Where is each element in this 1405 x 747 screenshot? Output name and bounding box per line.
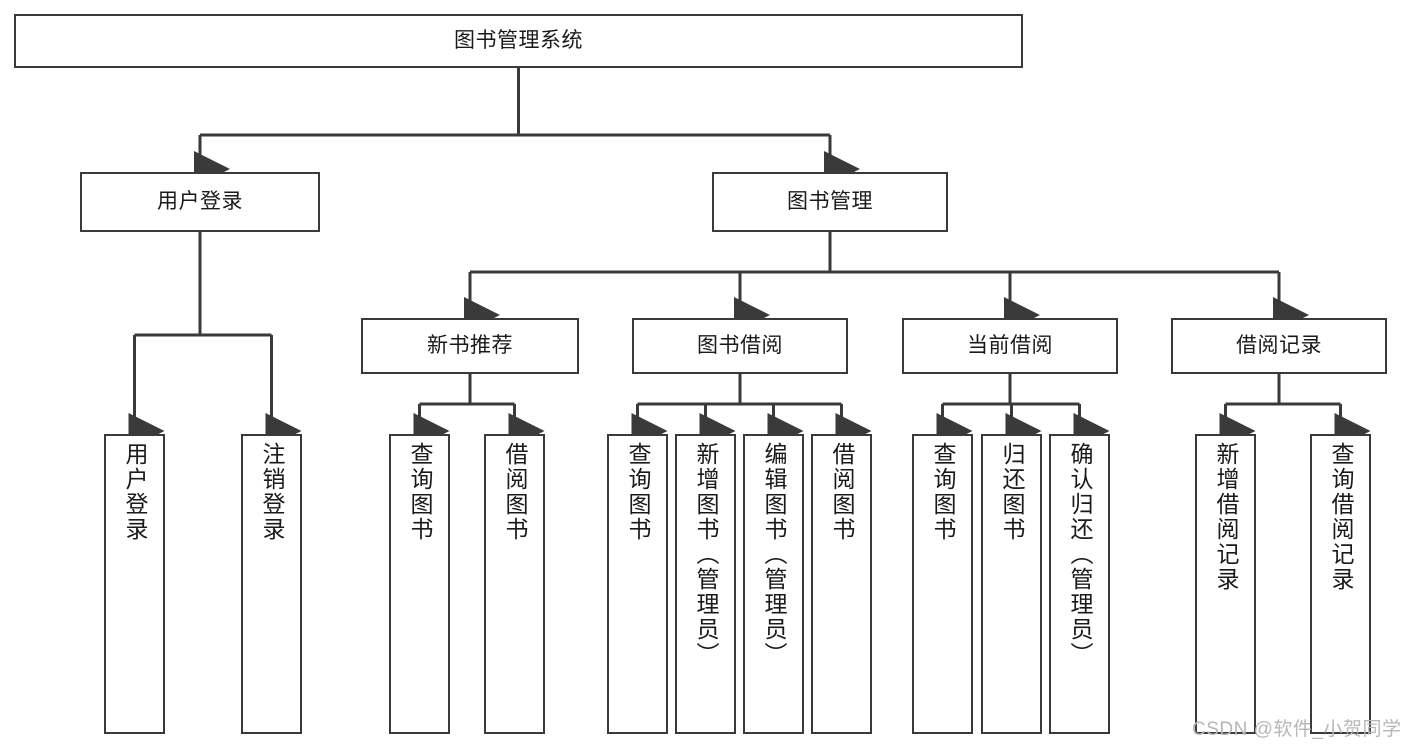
node-label: 图书管理系统	[454, 29, 583, 53]
node-label: 注销登录	[259, 442, 285, 542]
node-label: 新增借阅记录	[1213, 442, 1239, 592]
node-new-book-recommend: 新书推荐	[361, 318, 579, 374]
node-leaf-add-book: 新增图书（管理员）	[675, 434, 736, 734]
node-user-login: 用户登录	[80, 172, 320, 232]
node-label: 借阅图书	[829, 442, 855, 542]
node-label: 查询图书	[625, 442, 651, 542]
node-leaf-user-login: 用户登录	[104, 434, 165, 734]
node-label: 借阅记录	[1236, 334, 1322, 358]
node-borrow-record: 借阅记录	[1171, 318, 1387, 374]
node-label: 图书管理	[787, 190, 873, 214]
node-label: 当前借阅	[967, 334, 1053, 358]
node-leaf-borrow-book-2: 借阅图书	[811, 434, 872, 734]
node-label: 新增图书（管理员）	[693, 442, 719, 667]
node-book-manage: 图书管理	[712, 172, 948, 232]
node-label: 查询借阅记录	[1328, 442, 1354, 592]
node-label: 查询图书	[407, 442, 433, 542]
node-label: 图书借阅	[697, 334, 783, 358]
node-label: 用户登录	[157, 190, 243, 214]
node-leaf-return-book: 归还图书	[981, 434, 1042, 734]
node-label: 查询图书	[930, 442, 956, 542]
node-label: 借阅图书	[502, 442, 528, 542]
node-leaf-edit-book: 编辑图书（管理员）	[743, 434, 804, 734]
node-leaf-query-book-2: 查询图书	[607, 434, 668, 734]
node-label: 新书推荐	[427, 334, 513, 358]
node-root: 图书管理系统	[14, 14, 1023, 68]
node-leaf-query-book-1: 查询图书	[389, 434, 450, 734]
node-leaf-borrow-book-1: 借阅图书	[484, 434, 545, 734]
node-label: 确认归还（管理员）	[1067, 442, 1093, 667]
node-book-borrow: 图书借阅	[632, 318, 848, 374]
node-leaf-logout: 注销登录	[241, 434, 302, 734]
node-label: 用户登录	[122, 442, 148, 542]
node-leaf-confirm-return: 确认归还（管理员）	[1049, 434, 1110, 734]
node-label: 编辑图书（管理员）	[761, 442, 787, 667]
csdn-watermark: CSDN @软件_小贺同学	[1192, 719, 1402, 740]
node-leaf-query-book-3: 查询图书	[912, 434, 973, 734]
node-leaf-query-record: 查询借阅记录	[1310, 434, 1371, 734]
node-leaf-add-record: 新增借阅记录	[1195, 434, 1256, 734]
node-label: 归还图书	[999, 442, 1025, 542]
node-current-borrow: 当前借阅	[902, 318, 1118, 374]
